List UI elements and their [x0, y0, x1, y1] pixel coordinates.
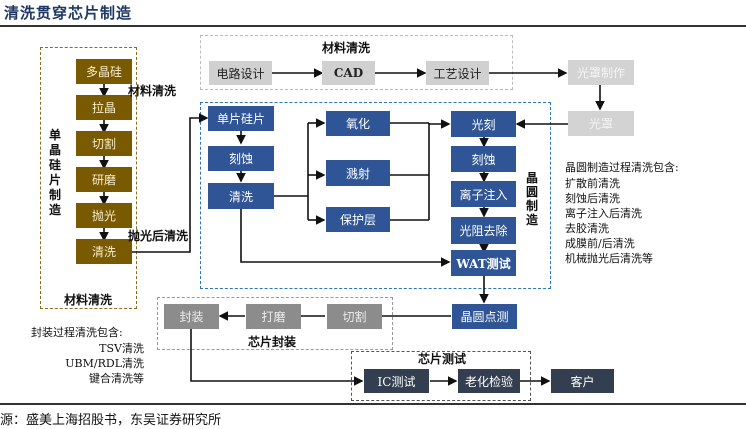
- footer-divider: [0, 403, 746, 405]
- design-frame: [200, 35, 513, 90]
- step-crystal-pulling: 拉晶: [76, 95, 132, 120]
- step-sputtering: 溅射: [326, 160, 390, 186]
- step-etch-right: 刻蚀: [451, 146, 516, 172]
- step-single-wafer: 单片硅片: [208, 106, 274, 131]
- step-etch-left: 刻蚀: [208, 146, 274, 171]
- fab-frame: [200, 102, 551, 289]
- step-mask-making: 光罩制作: [568, 60, 634, 85]
- packaging-frame: [157, 297, 393, 350]
- fab-notes-heading: 晶圆制造过程清洗包含:: [565, 161, 679, 174]
- packaging-note-item: TSV清洗: [99, 342, 144, 355]
- fab-note-item: 成膜前/后清洗: [565, 237, 635, 250]
- packaging-note-item: UBM/RDL清洗: [65, 357, 144, 370]
- step-process-design: 工艺设计: [426, 61, 489, 85]
- step-circuit-design: 电路设计: [209, 61, 272, 85]
- step-packaging: 封装: [164, 304, 219, 329]
- fab-note-item: 扩散前清洗: [565, 177, 620, 190]
- material-cleaning-label-bottom: 材料清洗: [64, 293, 113, 307]
- step-mask: 光罩: [568, 111, 634, 136]
- packaging-frame-label: 芯片封装: [248, 335, 297, 349]
- step-ic-test: IC测试: [364, 369, 429, 393]
- packaging-note-item: 键合清洗等: [89, 372, 144, 385]
- step-resist-strip: 光阻去除: [451, 217, 516, 244]
- wafer-prep-frame: [40, 47, 137, 309]
- page-title: 清洗贯穿芯片制造: [4, 4, 133, 22]
- step-cad: CAD: [322, 61, 375, 85]
- step-oxidation: 氧化: [326, 111, 390, 136]
- step-slicing: 切割: [76, 131, 132, 156]
- source-note: 源：盛美上海招股书，东吴证券研究所: [0, 413, 222, 428]
- testing-frame: [351, 351, 531, 401]
- step-passivation: 保护层: [326, 207, 390, 232]
- fab-note-item: 机械抛光后清洗等: [565, 252, 653, 265]
- step-wat-test: WAT测试: [451, 250, 516, 276]
- step-backgrind: 打磨: [246, 304, 301, 329]
- title-divider: [0, 25, 746, 27]
- packaging-notes-heading: 封装过程清洗包含:: [31, 326, 123, 339]
- material-cleaning-label-top: 材料清洗: [128, 84, 177, 98]
- step-clean-fab: 清洗: [208, 183, 274, 209]
- customer-box: 客户: [551, 369, 614, 393]
- testing-frame-label: 芯片测试: [418, 352, 467, 366]
- fab-note-item: 离子注入后清洗: [565, 207, 642, 220]
- step-lithography: 光刻: [451, 111, 516, 137]
- step-polishing: 抛光: [76, 203, 132, 228]
- fab-note-item: 刻蚀后清洗: [565, 192, 620, 205]
- fab-note-item: 去胶清洗: [565, 222, 609, 235]
- step-burn-in: 老化检验: [458, 369, 520, 393]
- step-grinding: 研磨: [76, 167, 132, 192]
- step-dicing: 切割: [327, 304, 382, 329]
- design-frame-label: 材料清洗: [322, 41, 371, 55]
- wafer-prep-vertical-label: 单晶硅片制造: [49, 128, 62, 217]
- step-polysilicon: 多晶硅: [76, 59, 132, 84]
- post-polish-cleaning-label: 抛光后清洗: [128, 229, 189, 243]
- step-cleaning: 清洗: [76, 239, 132, 264]
- step-ion-implant: 离子注入: [451, 181, 516, 207]
- fab-vertical-label: 晶圆制造: [526, 171, 539, 227]
- step-wafer-probe: 晶圆点测: [452, 304, 517, 329]
